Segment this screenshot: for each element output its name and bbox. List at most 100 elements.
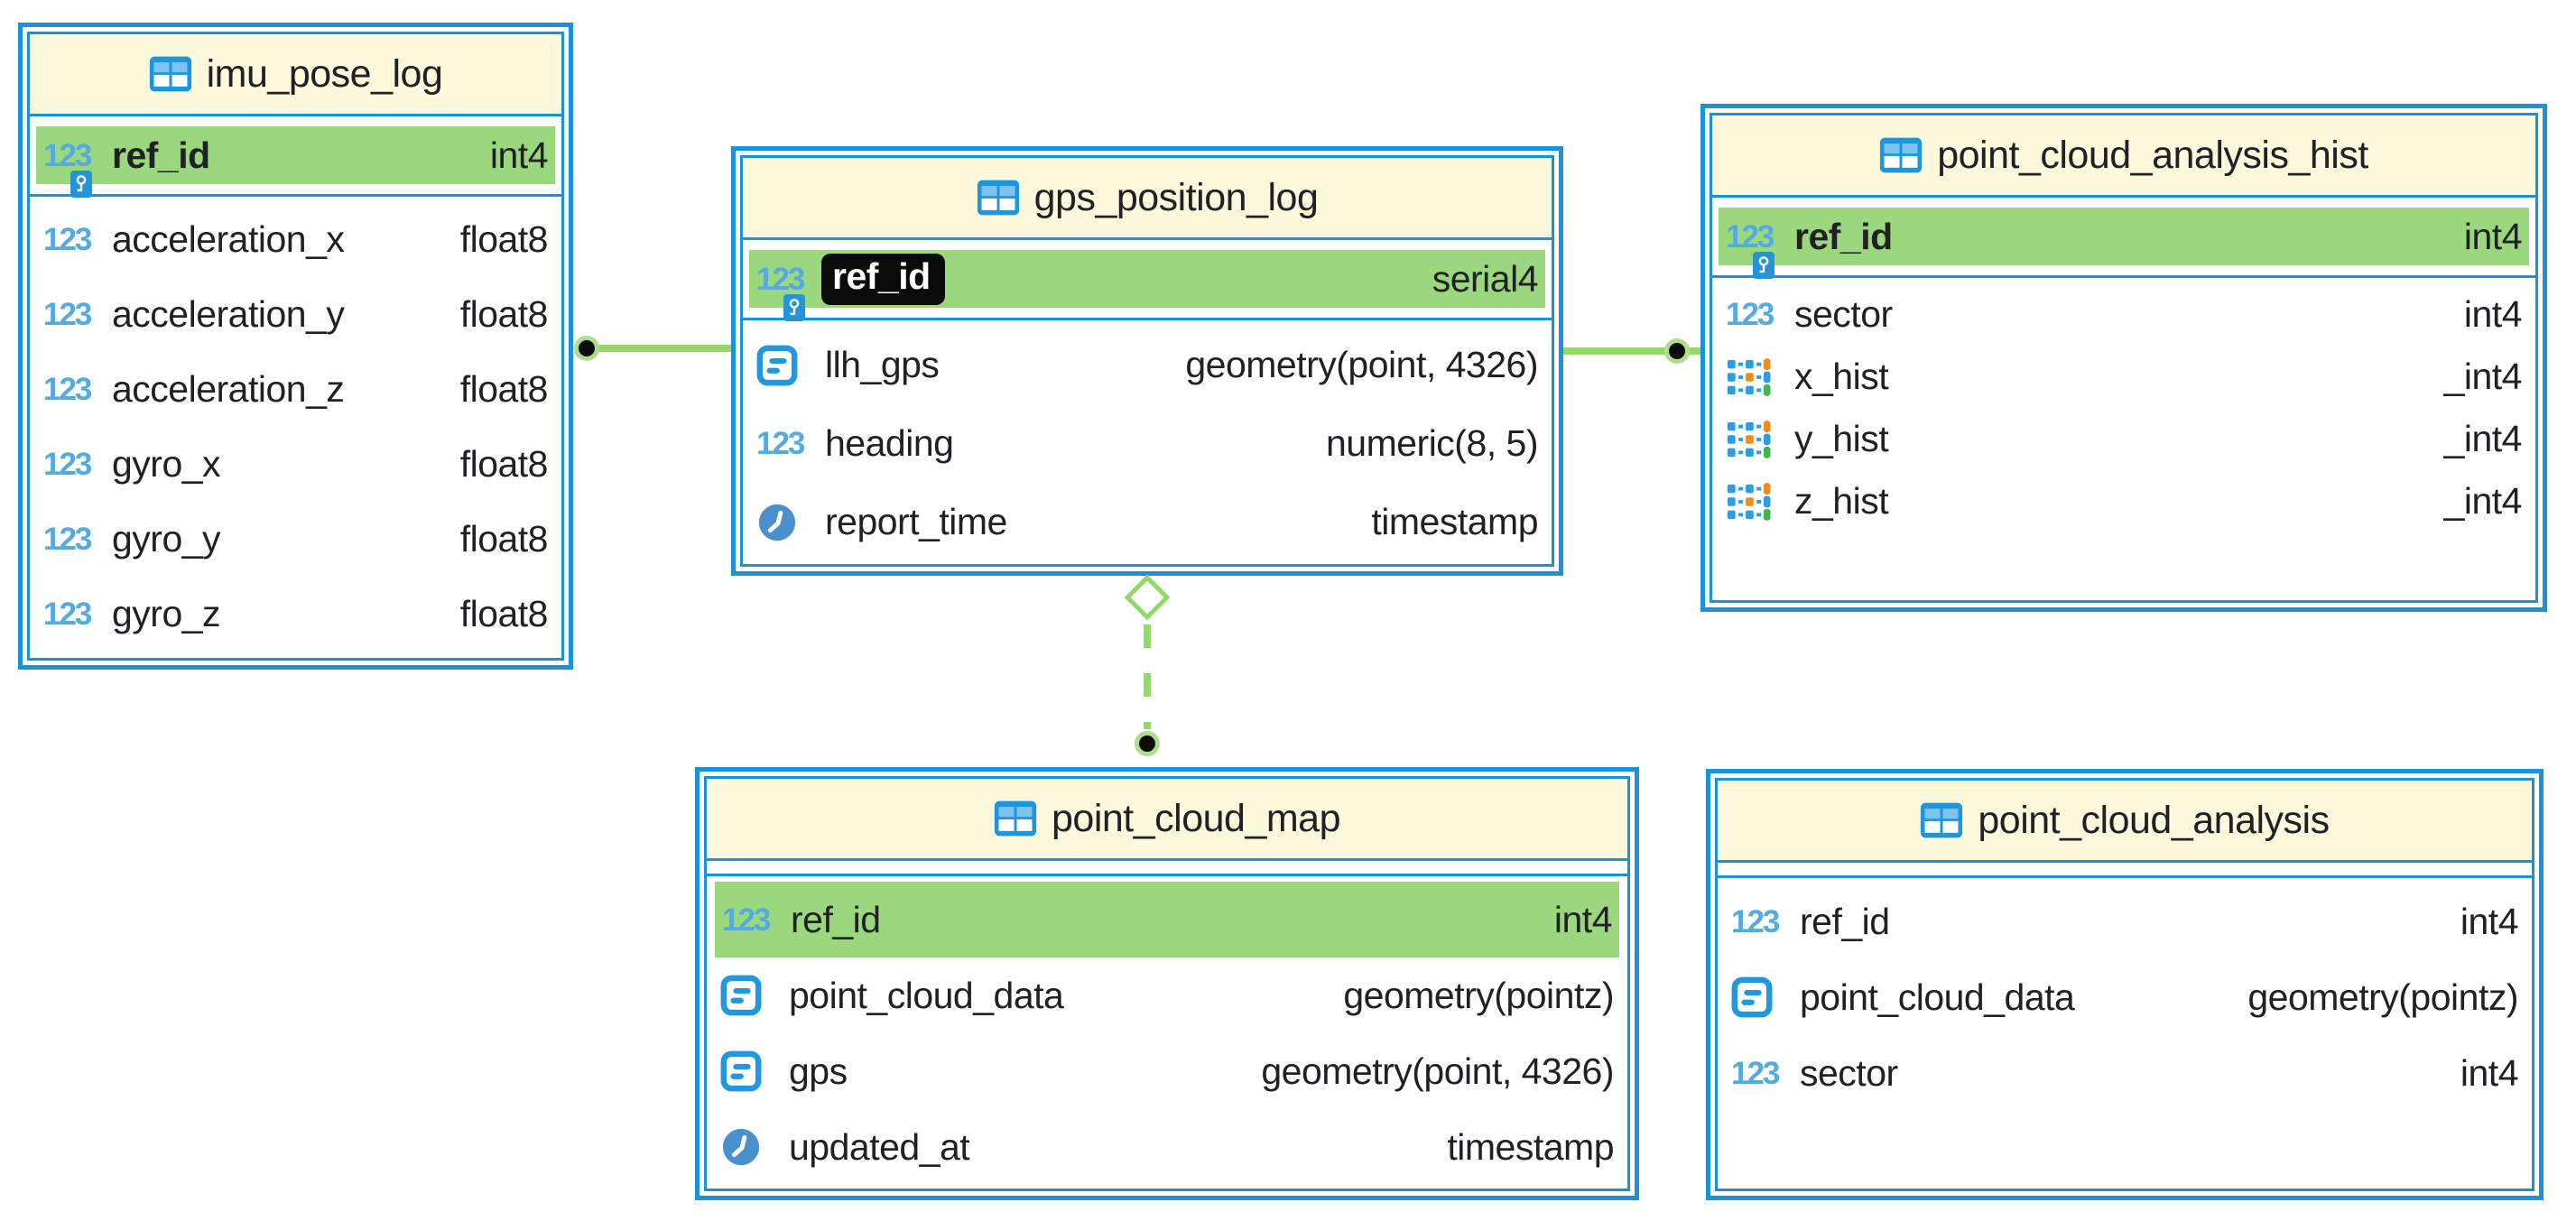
table-point_cloud_analysis[interactable]: point_cloud_analysis 123 ref_id int4 poi… (1706, 769, 2544, 1200)
column-type: geometry(pointz) (2247, 976, 2518, 1018)
table-name: point_cloud_map (1051, 796, 1341, 840)
column-type: _int4 (2443, 356, 2523, 397)
column-type: int4 (2463, 215, 2523, 257)
relation-endpoint-dot (579, 340, 595, 356)
row-point_cloud_data[interactable]: point_cloud_data geometry(pointz) (713, 957, 1621, 1033)
row-ref_id[interactable]: 123 ref_id int4 (1724, 883, 2525, 959)
row-ref_id[interactable]: 123 ref_id int4 (715, 882, 1619, 957)
column-name: sector (1800, 1051, 1898, 1094)
row-sector[interactable]: 123 sector int4 (1724, 1035, 2525, 1111)
row-gyro_y[interactable]: 123 gyro_y float8 (36, 502, 555, 577)
column-type: geometry(pointz) (1343, 974, 1614, 1016)
row-ref_id-selected[interactable]: 123 ref_id serial4 (749, 250, 1545, 321)
column-type: int4 (2463, 293, 2523, 335)
column-name: gyro_x (112, 443, 221, 485)
row-llh_gps[interactable]: llh_gps geometry(point, 4326) (749, 326, 1545, 404)
row-gyro_x[interactable]: 123 gyro_x float8 (36, 427, 555, 502)
row-x_hist[interactable]: x_hist _int4 (1719, 346, 2529, 408)
column-type: int4 (489, 134, 549, 176)
column-type: _int4 (2443, 480, 2523, 522)
column-name: gyro_z (112, 593, 221, 634)
row-acceleration_z[interactable]: 123 acceleration_z float8 (36, 352, 555, 427)
numeric-key-icon: 123 (756, 264, 814, 321)
column-name: report_time (825, 501, 1007, 542)
column-name: point_cloud_data (1800, 976, 2075, 1018)
table-header[interactable]: gps_position_log (740, 155, 1554, 240)
column-type: int4 (2460, 1051, 2519, 1094)
relation-imu-gps-line[interactable] (587, 345, 731, 352)
column-type: float8 (459, 293, 549, 335)
table-gps_position_log[interactable]: gps_position_log 123 ref_id serial4 llh_… (731, 146, 1563, 576)
column-name: point_cloud_data (789, 974, 1064, 1016)
table-imu_pose_log[interactable]: imu_pose_log 123 ref_id int4 123 acceler… (18, 23, 573, 670)
numeric-type-icon: 123 (43, 597, 92, 632)
row-acceleration_y[interactable]: 123 acceleration_y float8 (36, 277, 555, 352)
column-name: acceleration_y (112, 293, 345, 335)
numeric-type-icon: 123 (43, 447, 92, 482)
column-name: acceleration_z (112, 368, 345, 410)
column-type: float8 (459, 218, 549, 260)
numeric-type-icon: 123 (1731, 903, 1780, 939)
numeric-type-icon: 123 (756, 426, 805, 461)
row-sector[interactable]: 123 sector int4 (1719, 283, 2529, 346)
row-acceleration_x[interactable]: 123 acceleration_x float8 (36, 202, 555, 277)
row-z_hist[interactable]: z_hist _int4 (1719, 470, 2529, 532)
columns-compartment: 123 ref_id int4 point_cloud_data geometr… (704, 874, 1630, 1191)
numeric-type-icon: 123 (1731, 1055, 1780, 1091)
relation-gps-hist-line[interactable] (1563, 347, 1700, 355)
table-header[interactable]: imu_pose_log (27, 32, 564, 116)
column-type: _int4 (2443, 418, 2523, 459)
table-point_cloud_map[interactable]: point_cloud_map 123 ref_id int4 point_cl… (695, 767, 1639, 1200)
geometry-type-icon (720, 1050, 778, 1092)
column-name: gps (789, 1050, 848, 1092)
column-type: geometry(point, 4326) (1261, 1050, 1614, 1092)
column-type: timestamp (1447, 1125, 1614, 1168)
column-type: float8 (459, 368, 549, 410)
selected-column-name: ref_id (821, 253, 945, 305)
numeric-type-icon: 123 (43, 297, 92, 332)
column-name: llh_gps (825, 344, 940, 385)
row-point_cloud_data[interactable]: point_cloud_data geometry(pointz) (1724, 959, 2525, 1035)
geometry-type-icon (720, 975, 778, 1016)
row-updated_at[interactable]: updated_at timestamp (713, 1109, 1621, 1185)
relation-endpoint-dot (1669, 343, 1685, 359)
numeric-type-icon: 123 (1726, 297, 1774, 332)
row-report_time[interactable]: report_time timestamp (749, 483, 1545, 561)
row-ref_id[interactable]: 123 ref_id int4 (36, 126, 555, 198)
row-gyro_z[interactable]: 123 gyro_z float8 (36, 577, 555, 652)
numeric-key-icon: 123 (43, 140, 101, 198)
column-type: serial4 (1432, 257, 1539, 300)
array-type-icon (1726, 356, 1784, 398)
column-type: float8 (459, 518, 549, 560)
geometry-type-icon (756, 345, 814, 386)
column-type: int4 (2460, 900, 2519, 942)
array-type-icon (1726, 481, 1784, 523)
key-icon (70, 170, 92, 198)
column-type: float8 (459, 593, 549, 634)
pk-compartment: 123 ref_id serial4 (740, 237, 1554, 321)
numeric-type-icon: 123 (722, 902, 771, 938)
relation-cardinality-diamond (1124, 574, 1171, 621)
column-name: ref_id (791, 898, 881, 940)
datetime-type-icon (756, 502, 814, 543)
table-icon (994, 800, 1037, 837)
row-heading[interactable]: 123 heading numeric(8, 5) (749, 404, 1545, 483)
table-header[interactable]: point_cloud_analysis_hist (1710, 113, 2538, 198)
column-name: ref_id (1800, 900, 1890, 942)
columns-compartment: 123 sector int4 x_hist _int4 y_hist _int… (1710, 275, 2538, 603)
row-y_hist[interactable]: y_hist _int4 (1719, 408, 2529, 470)
relation-gps-map-line[interactable] (1144, 624, 1151, 729)
column-name: ref_id (1794, 215, 1893, 257)
table-header[interactable]: point_cloud_analysis (1715, 778, 2534, 863)
column-name: heading (825, 422, 954, 464)
datetime-type-icon (720, 1126, 778, 1168)
table-icon (1879, 136, 1923, 174)
row-gps[interactable]: gps geometry(point, 4326) (713, 1033, 1621, 1109)
table-icon (149, 55, 192, 93)
numeric-key-icon: 123 (1726, 221, 1784, 279)
row-ref_id[interactable]: 123 ref_id int4 (1719, 208, 2529, 279)
table-header[interactable]: point_cloud_map (704, 776, 1630, 861)
table-point_cloud_analysis_hist[interactable]: point_cloud_analysis_hist 123 ref_id int… (1700, 104, 2547, 612)
table-name: imu_pose_log (206, 51, 443, 96)
